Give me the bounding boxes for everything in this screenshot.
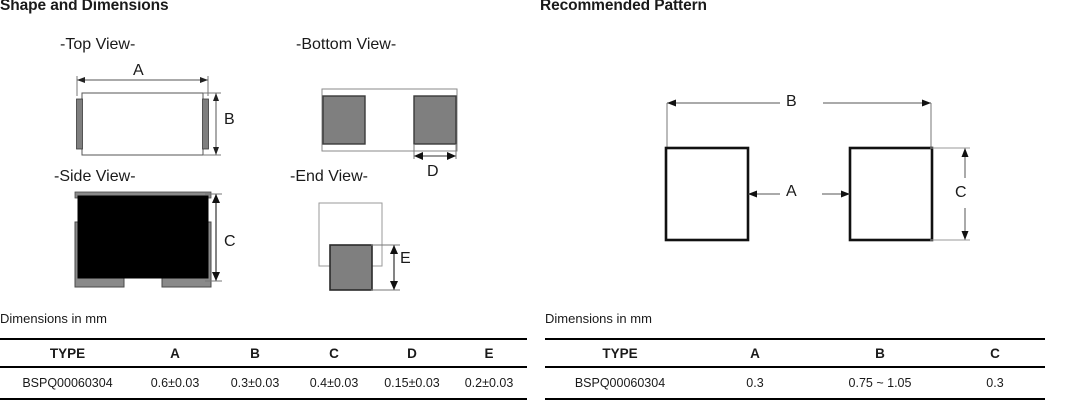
- pattern-pad-right: [848, 146, 934, 242]
- dimension-letter-c-pattern: C: [955, 184, 967, 201]
- cell-a: 0.3: [695, 367, 815, 400]
- side-view-dimension-c: [205, 193, 222, 282]
- pattern-pad-left: [664, 146, 750, 242]
- table-header-row: TYPE A B C D E: [0, 338, 527, 368]
- table-row: BSPQ00060304 0.6±0.03 0.3±0.03 0.4±0.03 …: [0, 367, 527, 400]
- recommended-pattern-drawing: [664, 99, 970, 242]
- cell-e: 0.2±0.03: [451, 367, 527, 400]
- col-header-a: A: [695, 338, 815, 368]
- col-header-b: B: [815, 338, 945, 368]
- side-view-body: [74, 191, 212, 288]
- cell-a: 0.6±0.03: [135, 367, 215, 400]
- left-drawings: [74, 76, 458, 291]
- cell-c: 0.4±0.03: [295, 367, 373, 400]
- pattern-dimension-a: [748, 190, 850, 198]
- col-header-type: TYPE: [0, 338, 135, 368]
- label-side-view: -Side View-: [54, 168, 136, 185]
- label-top-view: -Top View-: [60, 36, 136, 53]
- recommended-pattern-panel: Recommended Pattern B A C: [540, 0, 1080, 410]
- cell-c: 0.3: [945, 367, 1045, 400]
- top-view-dimension-b: [203, 92, 221, 156]
- dimensions-table-left: TYPE A B C D E BSPQ00060304 0.6±0.03 0.3…: [0, 338, 527, 400]
- cell-type: BSPQ00060304: [0, 367, 135, 400]
- col-header-a: A: [135, 338, 215, 368]
- label-bottom-view: -Bottom View-: [296, 36, 397, 53]
- cell-d: 0.15±0.03: [373, 367, 451, 400]
- units-note-left: Dimensions in mm: [0, 311, 107, 326]
- col-header-type: TYPE: [545, 338, 695, 368]
- units-note-right: Dimensions in mm: [545, 311, 652, 326]
- pattern-dimension-c: [930, 147, 970, 241]
- dimension-letter-b-top-view: B: [224, 111, 235, 128]
- bottom-view-dimension-d: [413, 144, 457, 160]
- col-header-c: C: [945, 338, 1045, 368]
- cell-b: 0.3±0.03: [215, 367, 295, 400]
- dimension-letter-a-top-view: A: [133, 62, 144, 79]
- dimensions-table-right: TYPE A B C BSPQ00060304 0.3 0.75 ~ 1.05 …: [545, 338, 1045, 400]
- table-header-row: TYPE A B C: [545, 338, 1045, 368]
- label-end-view: -End View-: [290, 168, 368, 185]
- cell-type: BSPQ00060304: [545, 367, 695, 400]
- end-view-body: [318, 202, 383, 291]
- col-header-e: E: [451, 338, 527, 368]
- page-title-recommended-pattern: Recommended Pattern: [540, 0, 707, 14]
- cell-b: 0.75 ~ 1.05: [815, 367, 945, 400]
- table-row: BSPQ00060304 0.3 0.75 ~ 1.05 0.3: [545, 367, 1045, 400]
- top-view-dimension-a: [76, 76, 209, 96]
- dimension-letter-c-side-view: C: [224, 233, 236, 250]
- dimension-letter-a-pattern: A: [786, 183, 797, 200]
- col-header-d: D: [373, 338, 451, 368]
- col-header-c: C: [295, 338, 373, 368]
- shape-and-dimensions-panel: Shape and Dimensions -Top View- -Bottom …: [0, 0, 527, 400]
- dimension-letter-b-pattern: B: [786, 93, 797, 110]
- page-title-shape-and-dimensions: Shape and Dimensions: [0, 0, 169, 14]
- end-view-dimension-e: [371, 244, 400, 291]
- dimension-letter-e-end-view: E: [400, 250, 411, 267]
- pattern-dimension-b: [666, 99, 932, 150]
- top-view-body: [76, 92, 209, 156]
- col-header-b: B: [215, 338, 295, 368]
- bottom-view-body: [321, 88, 458, 152]
- dimension-letter-d-bottom-view: D: [427, 163, 439, 180]
